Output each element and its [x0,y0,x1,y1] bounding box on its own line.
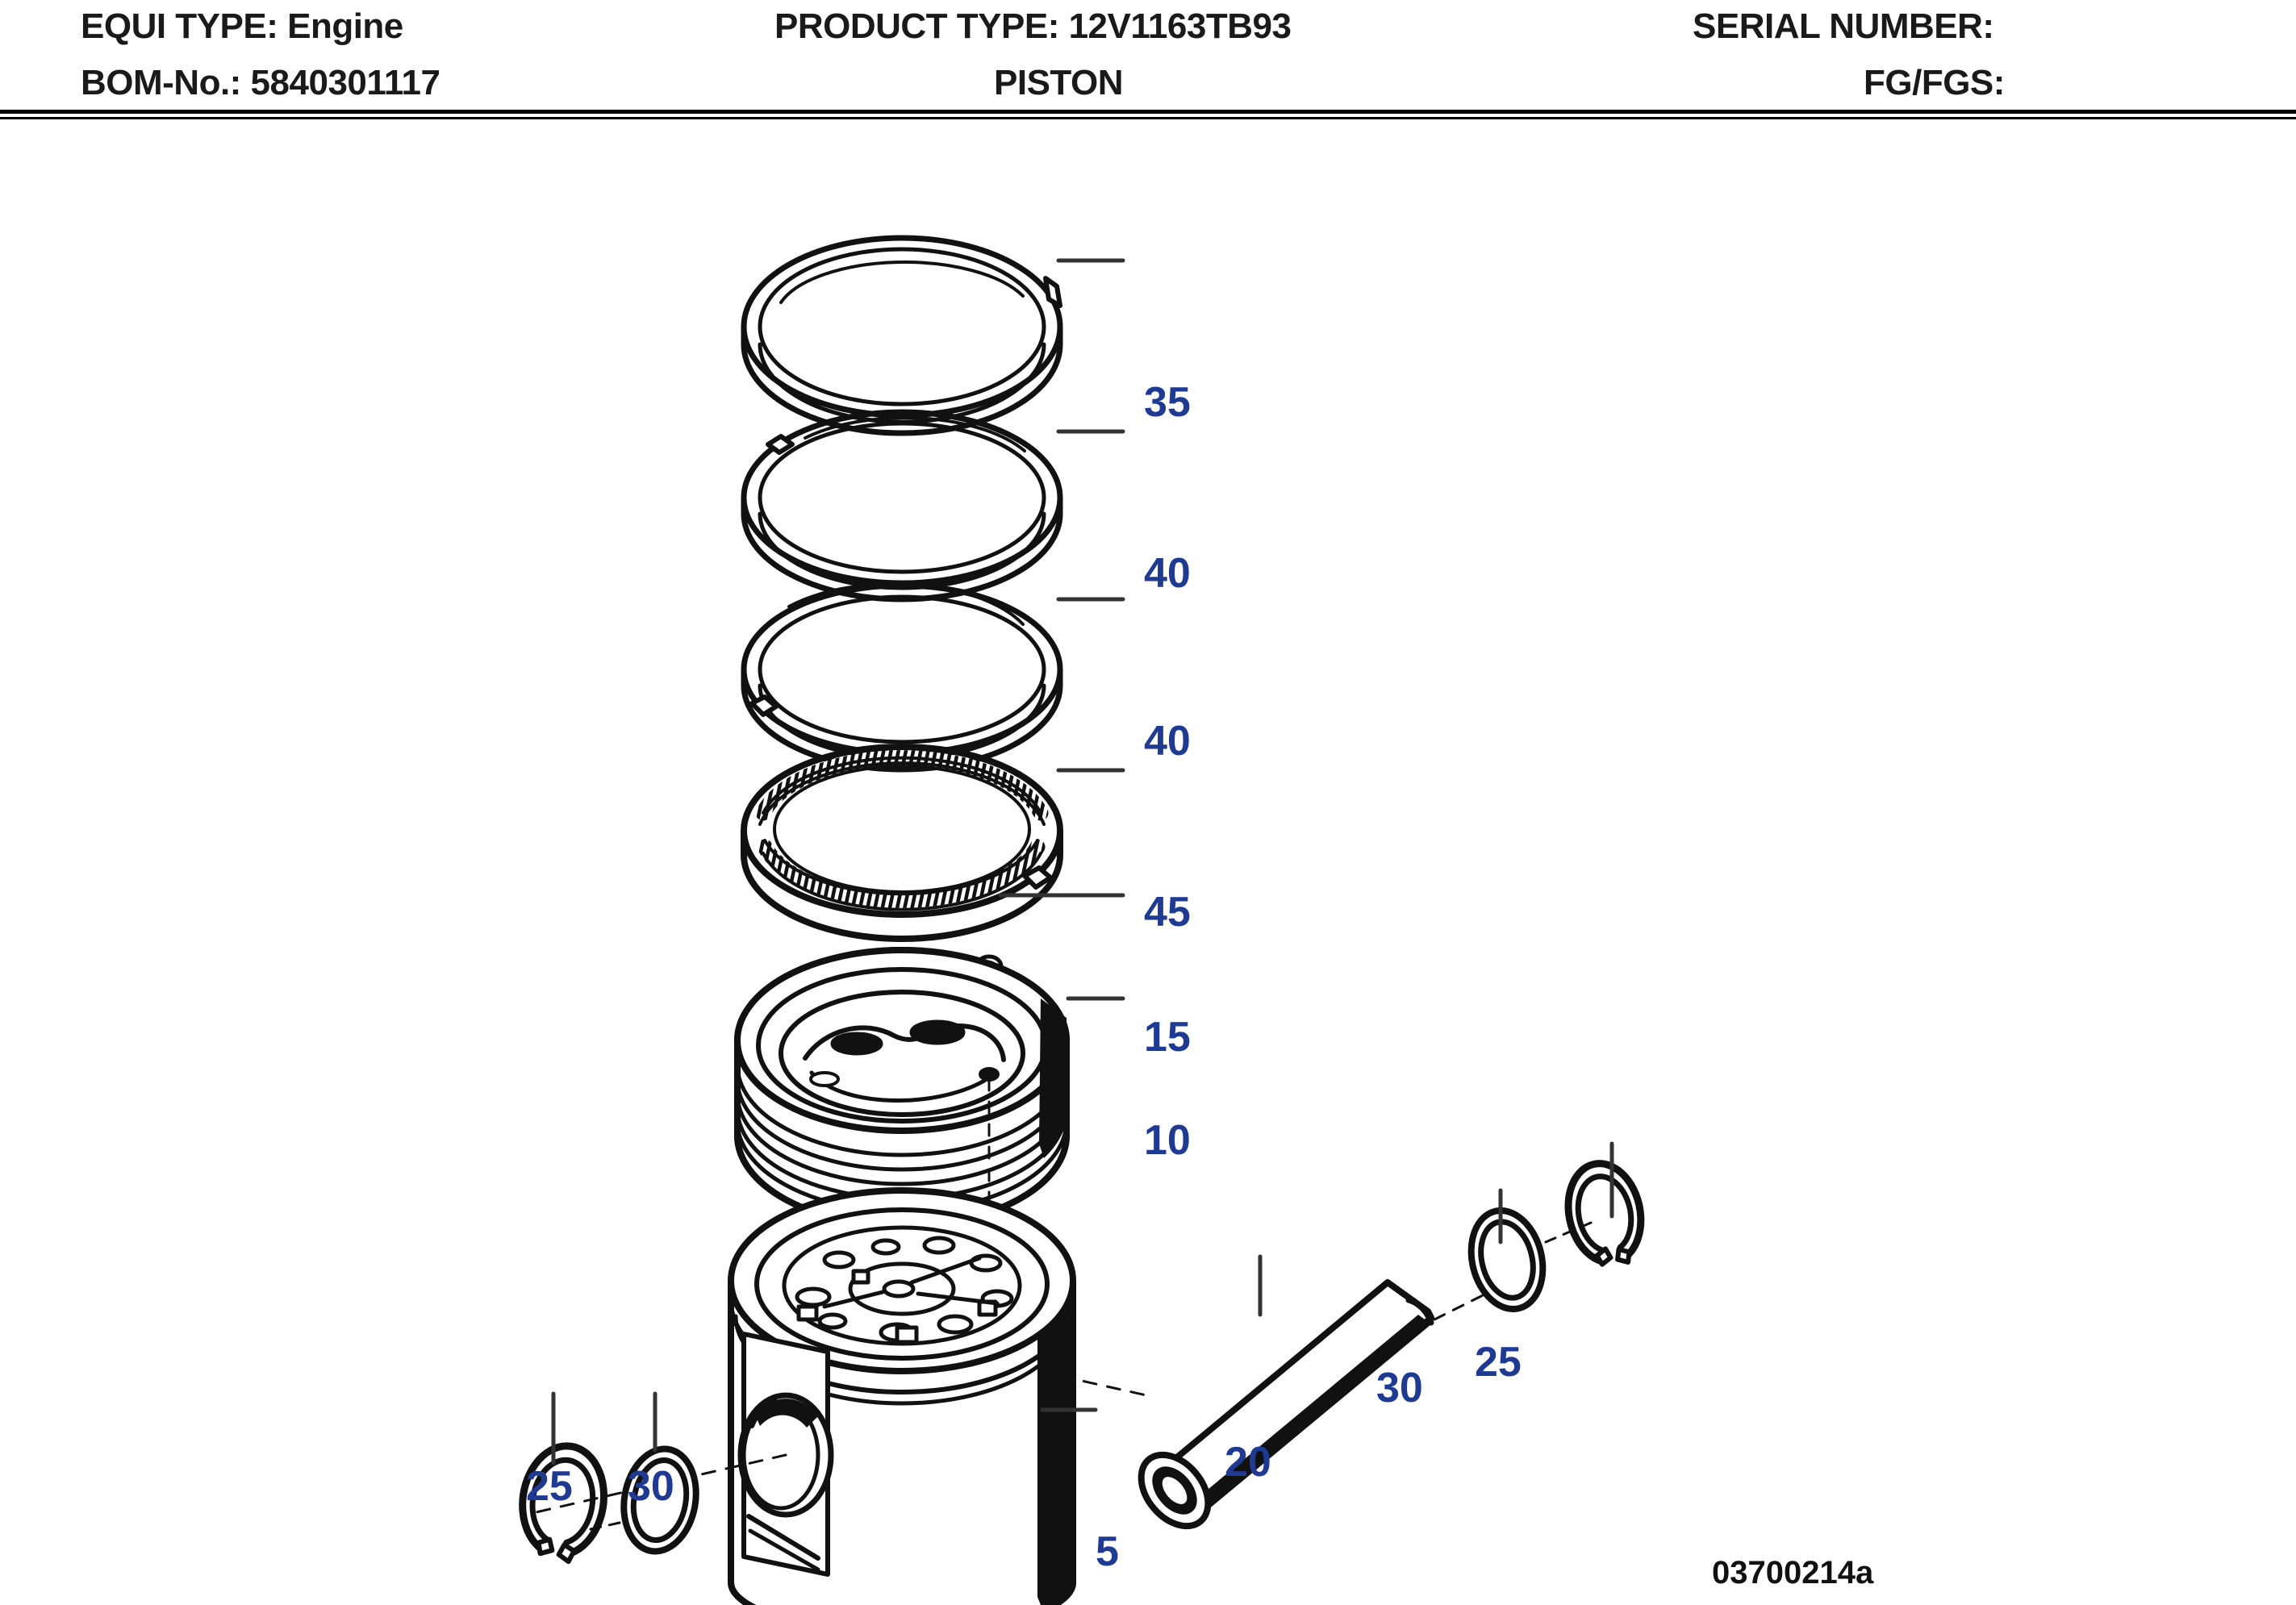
callout-25-left[interactable]: 25 [526,1463,573,1510]
callout-40-a[interactable]: 40 [1144,550,1191,597]
callout-10[interactable]: 10 [1144,1117,1191,1164]
part-piston-body-5 [531,1187,1155,1605]
part-washer-30-right [1467,1207,1593,1313]
serial-number-field: SERIAL NUMBER: [1693,6,1994,46]
callout-20[interactable]: 20 [1225,1439,1271,1486]
callout-35[interactable]: 35 [1144,379,1191,426]
part-washer-30-left [589,1445,699,1555]
callout-5[interactable]: 5 [1096,1528,1119,1575]
part-ring-40-a [741,409,1063,602]
sheet-header: EQUI TYPE: Engine BOM-No.: 5840301117 PR… [0,0,2296,121]
part-piston-pin-20 [1138,1279,1488,1530]
drawing-number: 03700214a [1712,1555,1874,1590]
header-divider [0,110,2296,119]
header-divider-line-top [0,110,2296,114]
bom-number-field: BOM-No.: 5840301117 [81,63,440,102]
header-divider-line-bottom [0,117,2296,119]
part-snap-ring-25-left [519,1442,607,1565]
product-type-field: PRODUCT TYPE: 12V1163TB93 [774,6,1292,46]
callout-40-b[interactable]: 40 [1144,718,1191,765]
callout-15[interactable]: 15 [1144,1014,1191,1061]
callout-25-right[interactable]: 25 [1475,1339,1522,1386]
part-ring-35 [741,235,1063,436]
equi-type-field: EQUI TYPE: Engine [81,6,403,46]
callout-leader-lines [551,258,1614,1465]
part-piston-crown-10 [734,947,1070,1244]
callout-30-right[interactable]: 30 [1376,1365,1423,1411]
fg-fgs-field: FG/FGS: [1864,63,2005,102]
callout-45[interactable]: 45 [1144,889,1191,936]
exploded-parts-drawing [0,121,2296,1605]
callout-30-left[interactable]: 30 [628,1463,674,1510]
part-ring-45-oil-control [741,744,1063,942]
part-name-title: PISTON [994,63,1124,102]
part-snap-ring-25-right [1564,1160,1645,1267]
part-ring-40-b [741,582,1063,773]
